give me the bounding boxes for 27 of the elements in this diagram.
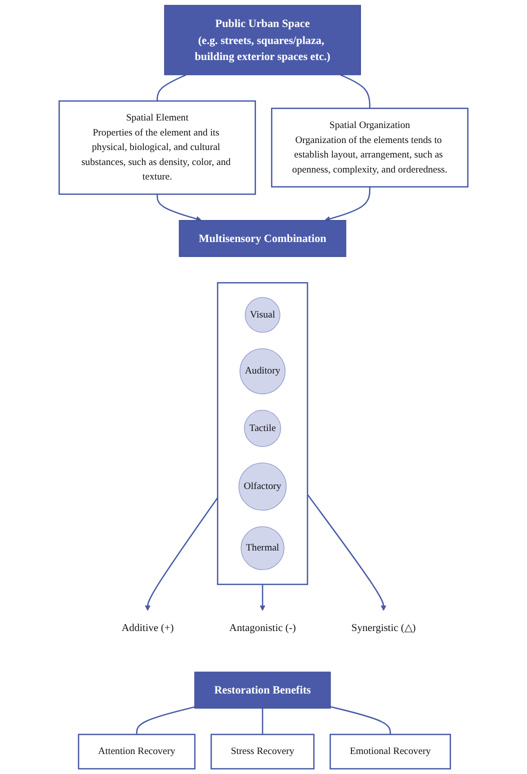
node-box: Stress Recovery bbox=[210, 734, 315, 770]
arrow bbox=[306, 494, 386, 611]
node-text: Synergistic (△) bbox=[351, 622, 416, 634]
node-box: Attention Recovery bbox=[78, 734, 196, 770]
node-box: Restoration Benefits bbox=[194, 672, 331, 709]
connector bbox=[156, 74, 186, 102]
connector bbox=[136, 706, 195, 734]
node-text: Antagonistic (-) bbox=[229, 622, 296, 634]
node-circle: Olfactory bbox=[238, 462, 287, 511]
arrow bbox=[260, 584, 266, 611]
node-box: Multisensory Combination bbox=[178, 220, 346, 257]
connector bbox=[262, 708, 264, 734]
node-circle: Auditory bbox=[240, 348, 286, 394]
cluster bbox=[216, 282, 308, 586]
connector bbox=[340, 74, 370, 108]
node-circle: Tactile bbox=[244, 410, 282, 447]
node-text: Additive (+) bbox=[122, 622, 174, 634]
arrow bbox=[324, 186, 370, 222]
node-circle: Visual bbox=[244, 297, 280, 333]
node-box: Spatial Element Properties of the element and its physical, biological, and cultural substances, such as density, color, and texture. bbox=[58, 100, 256, 195]
node-box: Public Urban Space (e.g. streets, squares/plaza, building exterior spaces etc.) bbox=[164, 4, 361, 76]
arrow bbox=[144, 497, 218, 611]
node-box: Spatial Organization Organization of the elements tends to establish layout, arrangement, such as openness, complexity, and orderedness. bbox=[271, 108, 468, 188]
node-circle: Thermal bbox=[240, 526, 284, 570]
arrow bbox=[156, 194, 202, 222]
connector bbox=[330, 706, 391, 734]
node-box: Emotional Recovery bbox=[330, 734, 451, 770]
